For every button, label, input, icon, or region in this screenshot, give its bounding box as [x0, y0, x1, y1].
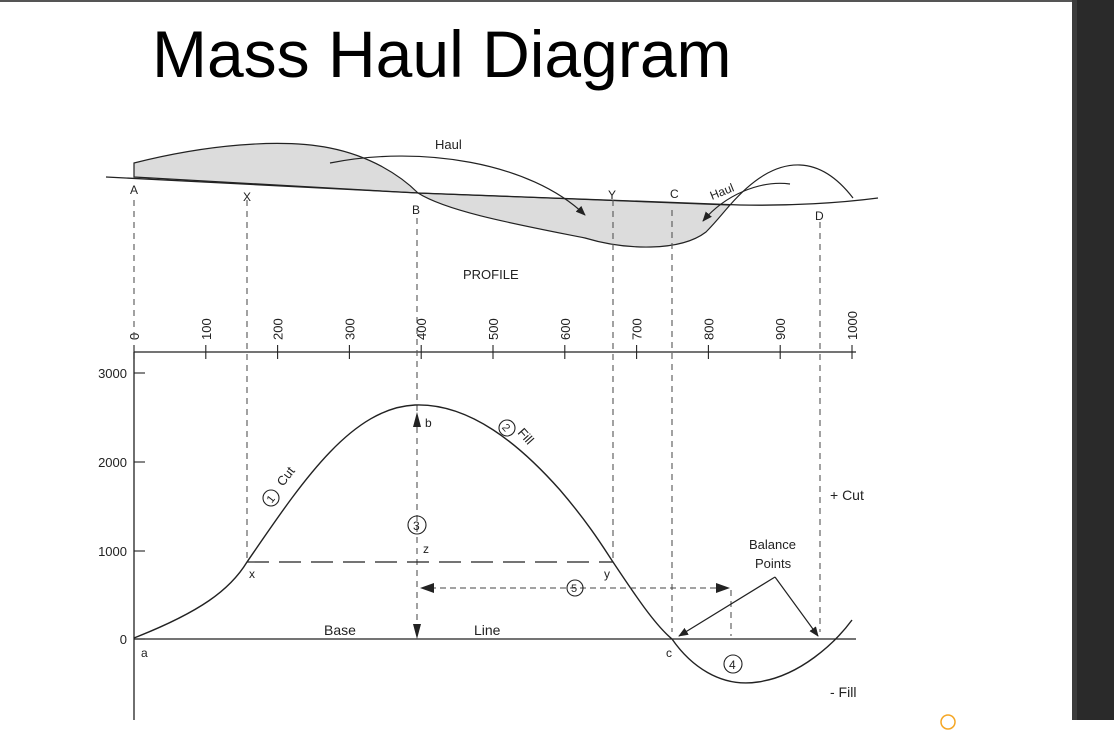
grade-line	[105, 176, 879, 206]
station-tick-label: 1000	[845, 311, 860, 340]
station-tick-label: 500	[486, 318, 501, 340]
fill-area	[415, 192, 732, 248]
y-tick-label: 2000	[98, 455, 127, 470]
line-label: Line	[474, 622, 501, 638]
profile-section-label: PROFILE	[463, 267, 519, 282]
right-sidebar	[1072, 0, 1114, 720]
haul-arrow-1	[329, 155, 586, 216]
haul-arrow-2	[702, 182, 791, 222]
ground-surface	[729, 164, 854, 206]
y-tick-label: 1000	[98, 544, 127, 559]
circle-label-4: 4	[729, 658, 736, 672]
mass-haul-diagram: 0 100 200 300 400 500 600 700 800 900 1000 3000 200…	[98, 137, 879, 720]
curve-label-x: x	[249, 567, 255, 581]
circle-marker-2	[498, 419, 516, 437]
curve-label-b: b	[425, 416, 432, 430]
mass-curve	[133, 404, 853, 684]
y-tick-label: 0	[120, 632, 127, 647]
point-label-A: A	[130, 183, 138, 197]
base-label: Base	[324, 622, 356, 638]
minus-fill-label: - Fill	[830, 684, 856, 700]
station-tick-label: 100	[199, 318, 214, 340]
cut-label: Cut	[274, 463, 299, 488]
curve-label-y: y	[604, 567, 610, 581]
station-tick-label: 200	[271, 318, 286, 340]
curve-label-c: c	[666, 646, 672, 660]
mass-diagram: 3000 2000 1000 0	[98, 200, 856, 720]
dimension-5-arrow-right	[716, 583, 730, 593]
point-label-B: B	[412, 203, 420, 217]
y-tick-label: 3000	[98, 366, 127, 381]
point-label-D: D	[815, 209, 824, 223]
curve-label-a: a	[141, 646, 148, 660]
circle-label-3: 3	[413, 519, 420, 533]
circle-marker-3	[407, 515, 427, 535]
circle-label-1: 1	[265, 493, 278, 505]
balance-leader-right	[774, 576, 819, 637]
station-tick-label: 800	[701, 318, 716, 340]
slide-top-border	[0, 0, 1072, 2]
station-tick-label: 600	[558, 318, 573, 340]
fill-label: Fill	[515, 425, 537, 447]
decorative-orange-mark	[940, 714, 956, 730]
slide-title: Mass Haul Diagram	[152, 17, 732, 91]
plus-cut-label: + Cut	[830, 487, 864, 503]
ordinate-arrow-up	[413, 412, 421, 427]
circle-label-5: 5	[571, 583, 577, 595]
station-tick-label: 700	[630, 318, 645, 340]
mass-labels: a b c x y z Cut Fill 1 2 3 4 5 Base Line…	[141, 416, 864, 700]
dimension-5-arrow-left	[420, 583, 434, 593]
haul-label-2: Haul	[708, 181, 736, 203]
station-tick-label: 300	[342, 318, 357, 340]
point-label-Y: Y	[608, 188, 616, 202]
point-label-X: X	[243, 190, 251, 204]
circle-marker-1	[262, 489, 280, 507]
circle-label-2: 2	[499, 422, 512, 435]
profile-section	[105, 142, 879, 248]
slide	[0, 0, 1072, 720]
circle-marker-5	[566, 579, 584, 597]
curve-label-z: z	[423, 542, 429, 556]
station-tick-label: 400	[414, 318, 429, 340]
balance-leader-left	[678, 576, 776, 637]
point-label-C: C	[670, 187, 679, 201]
cut-area	[133, 142, 420, 194]
balance-label: Balance	[749, 537, 796, 552]
points-label: Points	[755, 556, 792, 571]
sidebar-edge	[1072, 0, 1077, 720]
station-tick-label: 900	[773, 318, 788, 340]
haul-label-1: Haul	[435, 137, 462, 152]
ordinate-arrow-down	[413, 624, 421, 639]
circle-marker-4	[723, 654, 743, 674]
